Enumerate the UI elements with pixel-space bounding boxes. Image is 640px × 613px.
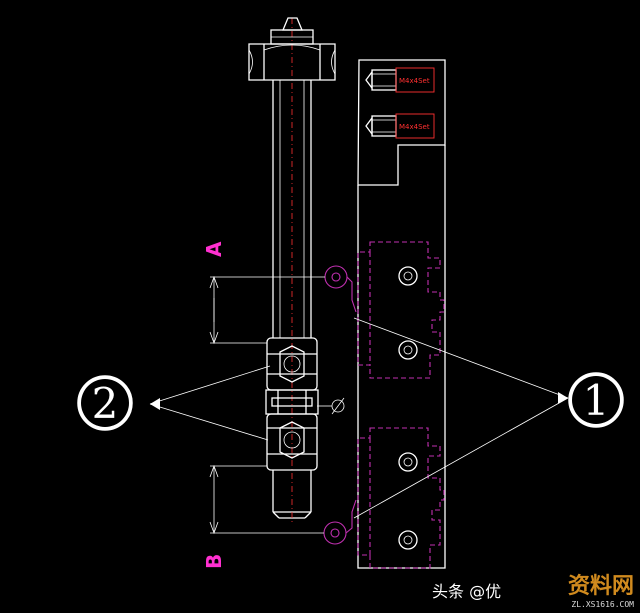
upper-hex-nut (266, 337, 318, 391)
set-screw-upper: M4x4Set (365, 67, 435, 93)
callout-2: 2 (77, 365, 271, 441)
lower-hex-nut (266, 413, 318, 471)
callout-1: 1 (353, 317, 624, 519)
clamp-block-upper (357, 241, 445, 379)
source-footer: 头条 @优 (432, 582, 502, 601)
callout-1-number: 1 (583, 376, 610, 425)
top-nut (248, 17, 336, 81)
dimension-b (209, 464, 324, 535)
watermark-sub: ZL.XS1616.COM (571, 600, 634, 609)
screw-label-lower: M4x4Set (399, 123, 430, 131)
clamp-block-lower (357, 427, 445, 569)
eye-bolt-upper (324, 265, 357, 313)
diameter-callout (317, 397, 345, 415)
set-screw-lower: M4x4Set (365, 113, 435, 139)
section-label-a: A (202, 241, 226, 257)
section-label-b: B (202, 554, 226, 569)
screw-label-upper: M4x4Set (399, 77, 430, 85)
watermark-main: 资料网 (567, 574, 634, 599)
eye-bolt-lower (323, 499, 357, 545)
watermark: 资料网 ZL.XS1616.COM (568, 568, 634, 609)
callout-2-number: 2 (92, 379, 119, 428)
dimension-a (209, 275, 325, 345)
threaded-rod (272, 80, 312, 519)
